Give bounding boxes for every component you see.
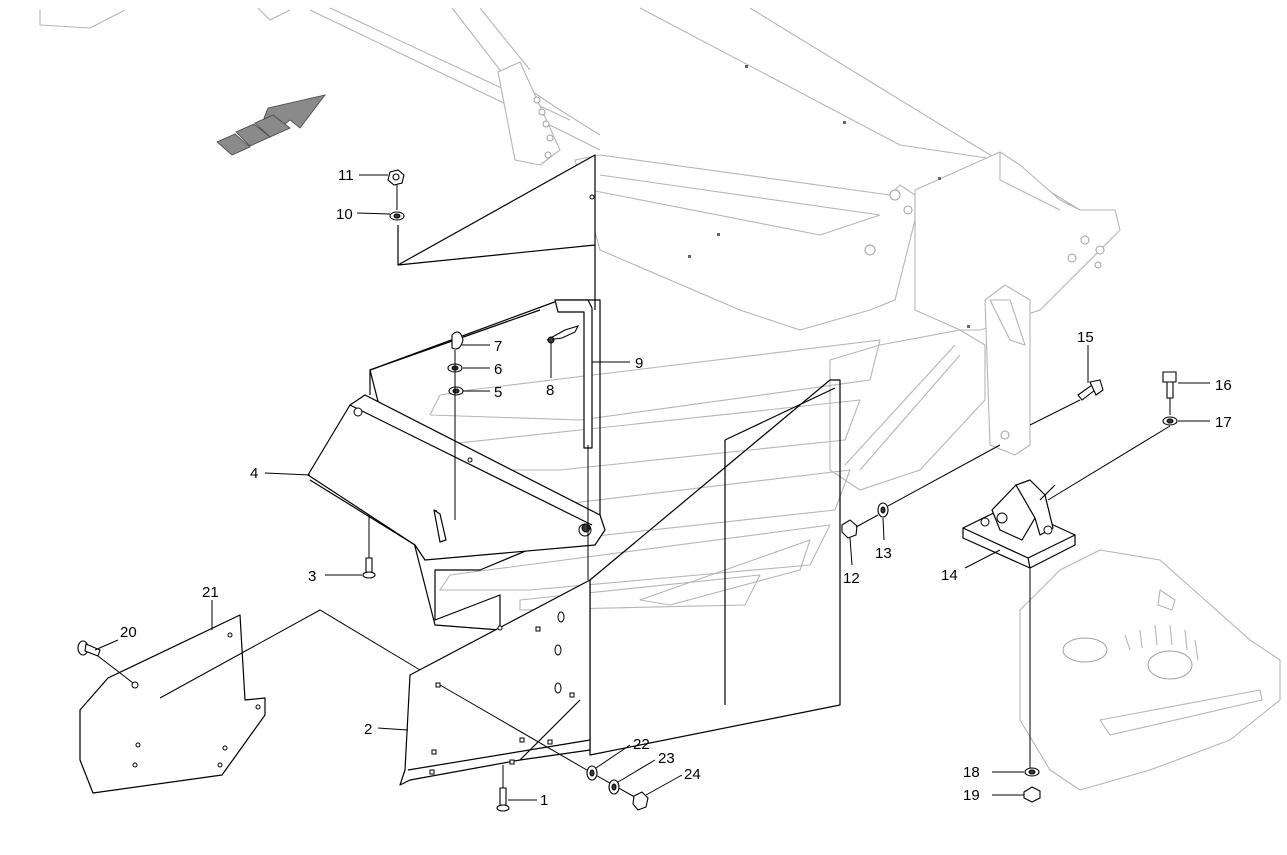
machine-frame-ghost <box>39 7 1281 791</box>
callout-16: 16 <box>1215 377 1232 394</box>
guard-plate-4 <box>307 394 606 561</box>
nut-19 <box>1023 786 1041 803</box>
rod-9 <box>554 299 593 449</box>
bolt-15 <box>1077 379 1104 401</box>
leader-12 <box>849 537 853 566</box>
callout-20: 20 <box>120 624 137 641</box>
leader-16-17-axis <box>1047 398 1171 501</box>
washer-10 <box>389 211 405 221</box>
callout-8: 8 <box>546 382 554 399</box>
callout-3: 3 <box>308 568 316 585</box>
callout-19: 19 <box>963 787 980 804</box>
side-panel-right <box>589 379 841 756</box>
leader-15-axis <box>1029 399 1081 426</box>
washer-5 <box>448 386 464 396</box>
leader-20-axis <box>97 655 134 684</box>
callout-22: 22 <box>633 736 650 753</box>
panel-21-connection-line <box>159 609 421 699</box>
callout-13: 13 <box>875 545 892 562</box>
callout-4: 4 <box>250 465 258 482</box>
pin-hook <box>433 509 447 543</box>
callout-12: 12 <box>843 570 860 587</box>
callout-18: 18 <box>963 764 980 781</box>
washer-13 <box>877 502 889 518</box>
callout-9: 9 <box>635 355 643 372</box>
leader-2 <box>377 727 409 731</box>
callout-2: 2 <box>364 721 372 738</box>
bolt-20 <box>77 640 101 657</box>
lynch-pin-8 <box>546 325 580 344</box>
callout-labels: 1 2 3 4 5 6 7 8 9 10 11 12 13 14 15 16 1… <box>120 167 1232 809</box>
callout-10: 10 <box>336 206 353 223</box>
leader-10 <box>356 212 391 215</box>
bolt-3 <box>362 557 376 579</box>
callout-24: 24 <box>684 766 701 783</box>
callout-14: 14 <box>941 567 958 584</box>
nut-24 <box>632 791 649 811</box>
outer-panel-21 <box>79 614 266 794</box>
callout-23: 23 <box>658 750 675 767</box>
spring-clip-7 <box>451 331 464 350</box>
washer-18 <box>1024 767 1040 777</box>
washer-17 <box>1162 416 1178 426</box>
washer-22 <box>586 765 598 781</box>
leader-22 <box>595 744 631 769</box>
mounting-bracket-14 <box>962 479 1076 569</box>
callout-15: 15 <box>1077 329 1094 346</box>
bolt-1 <box>496 787 510 812</box>
upper-cover-panel <box>397 154 596 266</box>
callout-7: 7 <box>494 338 502 355</box>
leader-12-13-axis <box>855 444 1001 528</box>
callout-11: 11 <box>338 167 354 184</box>
callout-5: 5 <box>494 384 502 401</box>
leader-20 <box>94 639 119 651</box>
callout-21: 21 <box>202 584 219 601</box>
leader-14 <box>964 549 1001 569</box>
direction-arrow-icon <box>216 94 326 156</box>
leader-13 <box>882 517 885 541</box>
leader-24 <box>645 774 683 796</box>
nut-12 <box>841 519 858 539</box>
bolt-16 <box>1162 371 1177 399</box>
leader-23 <box>617 759 656 783</box>
callout-1: 1 <box>540 792 548 809</box>
side-panel-2 <box>399 579 591 786</box>
callout-17: 17 <box>1215 414 1232 431</box>
leader-4 <box>264 472 311 476</box>
washer-23 <box>608 779 620 795</box>
callout-6: 6 <box>494 361 502 378</box>
nut-11 <box>387 169 405 186</box>
